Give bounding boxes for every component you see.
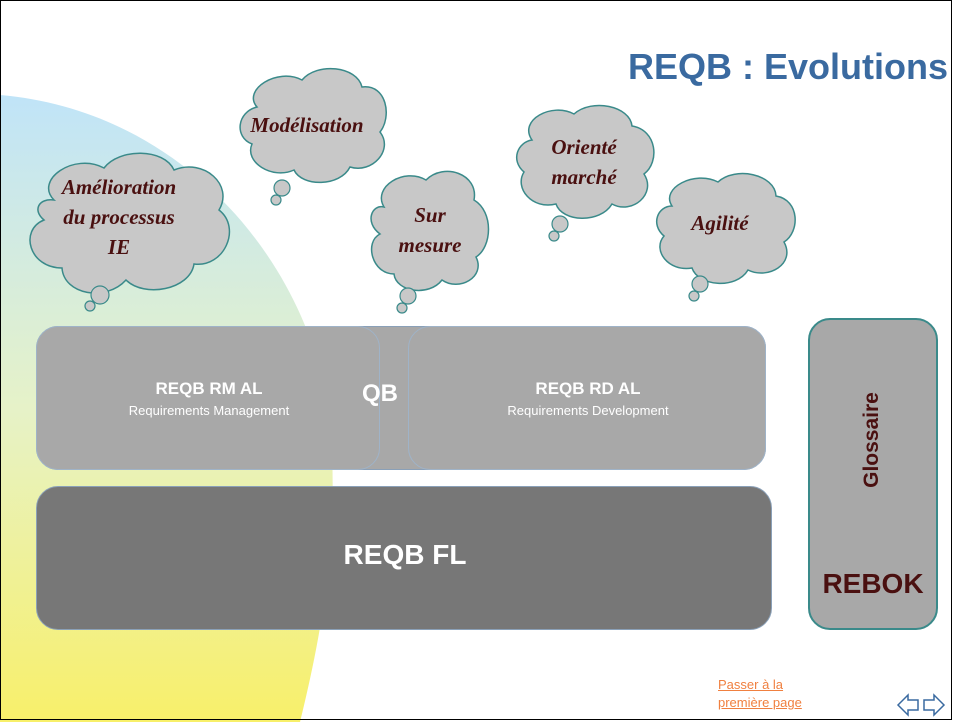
first-page-link[interactable]: Passer à la première page [718, 677, 802, 710]
rebok-box [808, 318, 938, 630]
slide-title: REQB : Evolutions [627, 46, 948, 87]
rebok-label: REBOK [822, 568, 924, 599]
reqb-rd-al-title: REQB RD AL [535, 379, 641, 398]
cloud-label: Amélioration du processus IE [61, 175, 177, 259]
reqb-fl-title: REQB FL [343, 539, 467, 570]
thought-cloud: Sur mesure [364, 162, 494, 327]
prev-next-arrows-icon[interactable] [896, 692, 946, 718]
reqb-rm-al-title: REQB RM AL [155, 379, 263, 398]
cloud-label: Orienté marché [551, 135, 617, 189]
reqb-fl-box: REQB FL [36, 486, 772, 630]
thought-cloud: Modélisation [232, 62, 392, 217]
thought-cloud: Amélioration du processus IE [14, 140, 244, 325]
cloud-shape [29, 152, 231, 312]
cloud-shape [370, 170, 490, 314]
reqb-rm-al-box: REQB RM AL Requirements Management [36, 326, 380, 470]
reqb-rd-al-box: REQB RD AL Requirements Development [408, 326, 766, 470]
cloud-shape [239, 67, 387, 206]
cloud-label: Agilité [691, 211, 749, 235]
reqb-al-partial-label: QB [362, 380, 398, 407]
thought-cloud: Agilité [650, 168, 800, 313]
reqb-rm-al-subtitle: Requirements Management [128, 403, 290, 418]
cloud-shape [515, 104, 655, 242]
thought-cloud: Orienté marché [512, 100, 662, 255]
cloud-label: Modélisation [250, 113, 364, 137]
reqb-rd-al-subtitle: Requirements Development [507, 403, 669, 418]
cloud-label: Sur mesure [398, 203, 462, 257]
cloud-shape [655, 172, 796, 302]
glossaire-label: Glossaire [860, 392, 883, 488]
